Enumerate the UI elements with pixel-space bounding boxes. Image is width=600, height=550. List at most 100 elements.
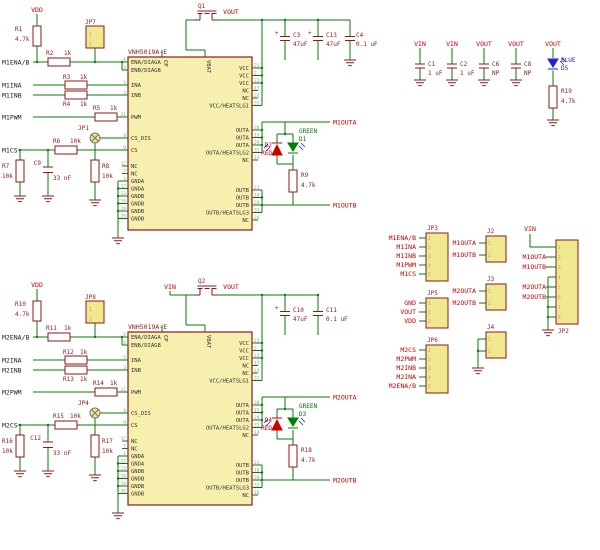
connector-body[interactable]	[555, 239, 579, 325]
m2-pin-name: OUTA	[236, 403, 250, 409]
m1-pin-number: 2	[254, 71, 257, 77]
gnd-symbol	[471, 367, 485, 375]
m1-pin-number: 20	[254, 200, 260, 206]
d1-color: GREEN	[299, 128, 317, 135]
net-label: M1OUTA	[523, 253, 547, 261]
m2-outb-flag: M2OUTB	[333, 477, 357, 485]
m1-pin-number: 9	[123, 145, 126, 151]
m2-pin-name: INA	[131, 358, 142, 364]
m1-pin-name: OUTB	[236, 188, 250, 194]
r1-value: 4.7k	[15, 36, 30, 43]
d2-name: D2	[265, 142, 273, 149]
connector-body[interactable]	[425, 344, 449, 394]
m1-pin-number: 24	[254, 93, 260, 99]
m1-pin-name: NC	[131, 164, 138, 170]
m2-pin-number: 11	[121, 387, 127, 393]
jp2-vin-flag: VIN	[524, 225, 536, 233]
m1-pwm-flag: M1PWM	[2, 114, 22, 122]
connector-pin-number: 6	[558, 295, 561, 301]
m2-pin-number: 5	[123, 355, 126, 361]
r16-name: R16	[2, 438, 13, 445]
m1-pin-number: 23	[254, 63, 260, 69]
connector-body[interactable]	[425, 232, 449, 282]
c10-name: C10	[293, 307, 304, 314]
net-label: M2OUTB	[453, 299, 477, 307]
m1-vdd-flag: VDD	[31, 6, 43, 14]
connector-JP2[interactable]	[555, 239, 579, 325]
net-label: M1PWM	[396, 261, 416, 269]
m1-outb-flag: M1OUTB	[333, 202, 357, 210]
m1-pin-name: NC	[242, 89, 249, 95]
m2-pin-number: 10	[254, 468, 260, 474]
m1-pin-number: 19	[121, 206, 127, 212]
m1-ena-flag: M1ENA/B	[2, 59, 29, 67]
m2-pin-name: VCC	[239, 341, 249, 347]
m2-outa-flag: M2OUTA	[333, 394, 357, 402]
connector-J4[interactable]	[485, 331, 507, 359]
connector-pin-number: 2	[428, 357, 431, 363]
jp4-name: JP4	[78, 400, 89, 407]
m2-pin-number: 13	[254, 361, 260, 367]
connector-J2[interactable]	[485, 235, 507, 263]
connector-JP6[interactable]	[425, 344, 449, 394]
connector-pin-number: 2	[428, 310, 431, 316]
r14-value: 1k	[110, 380, 118, 387]
m2-pin-name: VCC	[239, 349, 249, 355]
blue-led-icon[interactable]	[547, 57, 567, 70]
capacitor-plates[interactable]	[415, 63, 521, 69]
m2-pin-number: 22	[254, 353, 260, 359]
c4-name: C4	[356, 32, 364, 39]
connector-body[interactable]	[485, 331, 507, 359]
m2-pin-number: 23	[254, 338, 260, 344]
power-cap-bank	[413, 48, 523, 87]
m1-top-pin-name: CP	[162, 60, 168, 67]
r10-value: 4.7k	[15, 311, 30, 318]
r15-name: R15	[53, 413, 64, 420]
m1-pin-name: GNDB	[131, 209, 145, 215]
c13-name: C13	[326, 32, 337, 39]
m1-pin-name: OUTA	[236, 128, 250, 134]
connector-body[interactable]	[485, 283, 507, 311]
connector-JP5[interactable]	[425, 297, 449, 329]
m2-pwm-flag: M2PWM	[2, 389, 22, 397]
c8-name: C8	[524, 61, 532, 68]
m2-vin-stub	[169, 291, 186, 296]
connector-name: JP3	[427, 225, 438, 232]
net-label: M2INA	[396, 373, 416, 381]
net-label: M1CS	[400, 270, 416, 278]
connector-pin-number: 8	[558, 315, 561, 321]
m1-pin-number: 1	[123, 176, 126, 182]
resistor-led-indicator[interactable]	[548, 85, 558, 109]
r2-name: R2	[46, 50, 54, 57]
connector-pin-number: 5	[558, 285, 561, 291]
connector-body[interactable]	[425, 297, 449, 329]
connector-body[interactable]	[485, 235, 507, 263]
r9-name: R9	[301, 172, 309, 179]
gnd-symbol	[445, 79, 459, 87]
m2-pin-number: 17	[121, 436, 127, 442]
m1-pin-name: VCC	[239, 74, 249, 80]
jp7-name: JP7	[85, 19, 96, 26]
m1-en-jumper-pin-number: 1	[89, 32, 92, 38]
connector-J3[interactable]	[485, 283, 507, 311]
r11-name: R11	[46, 325, 57, 332]
c13-polarity: +	[308, 30, 312, 37]
net-label: M1ENA/B	[389, 234, 416, 242]
m1-pin-number: 13	[254, 86, 260, 92]
m1-pin-number: 7	[123, 169, 126, 175]
net-label: M2ENA/B	[389, 382, 416, 390]
connector-pin-number: 3	[428, 319, 431, 325]
capacitor-plates[interactable]	[345, 36, 355, 41]
m2-ena-flag: M2ENA/B	[2, 334, 29, 342]
c1-flag: VIN	[414, 40, 426, 48]
m2-pin-name: ENB/DIAGB	[131, 343, 161, 349]
connector-pin-number: 3	[428, 254, 431, 260]
connector-JP3[interactable]	[425, 232, 449, 282]
connector-name: J2	[487, 228, 495, 235]
m2-pin-number: 26	[254, 490, 260, 496]
m2-pin-number: 2	[254, 346, 257, 352]
m1-pin-name: NC	[242, 158, 249, 164]
generated-layer: ENA/DIAGA6ENB/DIAGB4INA5INB3PWM11CS_DIS8…	[89, 32, 579, 499]
m2-pin-number: 20	[254, 475, 260, 481]
m2-pin-name: VCC/HEATSLG1	[209, 379, 249, 385]
